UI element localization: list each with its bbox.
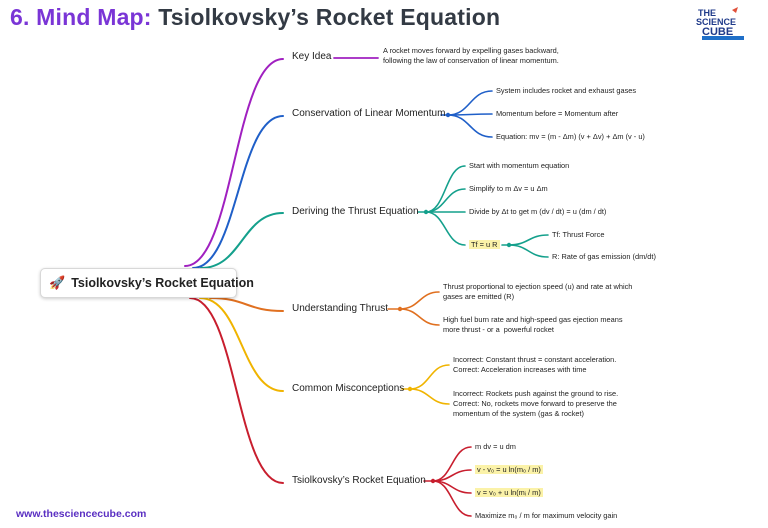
leaf-connector-conservation-2	[447, 114, 493, 138]
leaf-equation-1: m dv = u dm	[475, 442, 516, 451]
leaf-misconception-2: Incorrect: Rockets push against the grou…	[453, 389, 619, 418]
leaf-deriving-1: Start with momentum equation	[469, 161, 570, 170]
leaf-conservation-2: Momentum before = Momentum after	[496, 109, 619, 118]
science-cube-logo: THE SCIENCE CUBE	[692, 6, 752, 44]
leaf-deriving-3: Divide by Δt to get m (dv / dt) = u (dm …	[469, 207, 607, 216]
subleaf-connector-0	[508, 234, 549, 246]
root-label: Tsiolkovsky’s Rocket Equation	[71, 276, 254, 290]
website-url[interactable]: www.thesciencecube.com	[16, 508, 147, 520]
svg-text:THE: THE	[698, 8, 716, 18]
branch-equation: Tsiolkovsky’s Rocket Equation	[292, 475, 426, 486]
svg-text:SCIENCE: SCIENCE	[696, 17, 736, 27]
leaf-conservation-1: System includes rocket and exhaust gases	[496, 86, 637, 95]
leaf-key-idea: A rocket moves forward by expelling gase…	[383, 46, 559, 65]
leaf-connector-deriving-3	[425, 211, 466, 246]
rocket-icon: 🚀	[49, 275, 66, 290]
leaf-connector-deriving-1	[425, 188, 466, 213]
leaf-connector-misconception-0	[409, 364, 450, 390]
leaf-misconception-1: Incorrect: Constant thrust = constant ac…	[453, 355, 617, 374]
branch-deriving: Deriving the Thrust Equation	[292, 206, 419, 217]
leaf-conservation-3: Equation: mv = (m - Δm) (v + Δv) + Δm (v…	[496, 132, 645, 141]
leaf-connector-understanding-0	[399, 291, 440, 310]
branch-curve-key_idea	[184, 58, 284, 267]
page-title: 6. Mind Map: Tsiolkovsky’s Rocket Equati…	[10, 4, 501, 30]
branch-misconceptions: Common Misconceptions	[292, 383, 405, 394]
branch-understanding: Understanding Thrust	[292, 303, 388, 314]
branch-curve-equation	[189, 297, 284, 484]
leaf-deriving-4: Tf = u R	[469, 240, 500, 249]
subleaf-rate-gas: R: Rate of gas emission (dm/dt)	[552, 252, 656, 261]
branch-curve-misconceptions	[199, 297, 284, 392]
leaf-connector-understanding-1	[399, 308, 440, 326]
leaf-connector-conservation-0	[447, 90, 493, 116]
leaf-understanding-2: High fuel burn rate and high-speed gas e…	[443, 315, 623, 334]
leaf-connector-equation-3	[432, 480, 472, 517]
branch-curve-understanding	[209, 297, 284, 312]
subleaf-thrust-force: Tf: Thrust Force	[552, 230, 605, 239]
leaf-deriving-2: Simplify to m Δv = u Δm	[469, 184, 548, 193]
leaf-equation-4: Maximize m₀ / m for maximum velocity gai…	[475, 511, 618, 520]
branch-curve-deriving	[200, 212, 284, 269]
subleaf-connector-1	[508, 244, 549, 258]
leaf-connector-misconception-1	[409, 388, 450, 405]
root-node: 🚀 Tsiolkovsky’s Rocket Equation	[40, 268, 254, 298]
branch-key-idea: Key Idea	[292, 51, 332, 62]
leaf-equation-2: v - v₀ = u ln(m₀ / m)	[475, 465, 543, 474]
leaf-understanding-1: Thrust proportional to ejection speed (u…	[443, 282, 633, 301]
branch-curve-conservation	[192, 115, 284, 269]
leaf-equation-3: v = v₀ + u ln(mᵢ / m)	[475, 488, 543, 497]
svg-text:CUBE: CUBE	[702, 26, 733, 38]
branch-conservation: Conservation of Linear Momentum	[292, 108, 446, 119]
